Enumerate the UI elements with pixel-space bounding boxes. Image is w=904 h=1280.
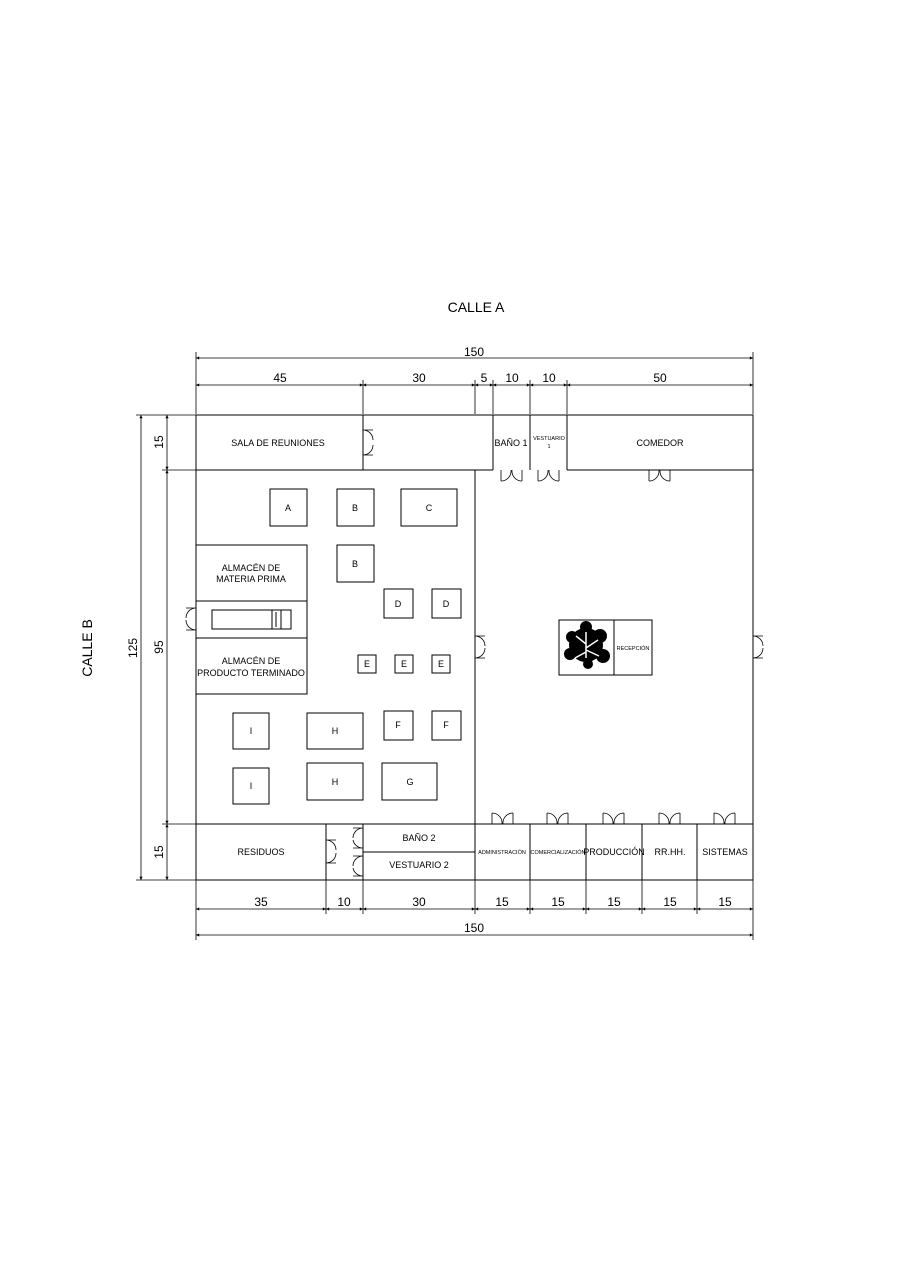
room-administracion: ADMINISTRACIÓN xyxy=(478,849,526,856)
machine-c: C xyxy=(426,503,433,513)
dim-top-seg-3: 10 xyxy=(505,371,519,385)
machine-b-1: B xyxy=(352,503,358,513)
dim-left-seg-0: 15 xyxy=(152,435,166,449)
dim-bottom-seg-3: 15 xyxy=(495,895,509,909)
dim-top-total: 150 xyxy=(464,345,484,359)
dim-top-seg-2: 5 xyxy=(481,371,488,385)
dim-bottom-seg-7: 15 xyxy=(718,895,732,909)
room-almacen-pt-line2: PRODUCTO TERMINADO xyxy=(197,668,305,678)
machine-e-2: E xyxy=(401,659,407,669)
machine-f-2: F xyxy=(443,720,449,730)
room-sistemas: SISTEMAS xyxy=(702,847,748,857)
dim-bottom-seg-1: 10 xyxy=(337,895,351,909)
dim-left-total: 125 xyxy=(126,638,140,658)
truck-icon xyxy=(211,609,292,630)
room-bano-2: BAÑO 2 xyxy=(402,833,435,843)
dim-bottom-seg-6: 15 xyxy=(663,895,677,909)
machine-d-2: D xyxy=(443,599,450,609)
machine-e-1: E xyxy=(364,659,370,669)
machine-i-2: I xyxy=(250,781,253,791)
machine-b-2: B xyxy=(352,559,358,569)
machine-g: G xyxy=(406,777,413,787)
machine-e-3: E xyxy=(438,659,444,669)
room-rrhh: RR.HH. xyxy=(655,847,686,857)
dim-bottom-seg-4: 15 xyxy=(551,895,565,909)
dim-top-seg-1: 30 xyxy=(412,371,426,385)
dim-top-seg-0: 45 xyxy=(273,371,287,385)
dim-bottom-seg-2: 30 xyxy=(412,895,426,909)
machine-h-1: H xyxy=(332,726,339,736)
machine-a: A xyxy=(285,503,291,513)
dim-bottom-seg-5: 15 xyxy=(607,895,621,909)
machine-h-2: H xyxy=(332,777,339,787)
room-vestuario-2: VESTUARIO 2 xyxy=(389,860,449,870)
doors xyxy=(185,429,764,877)
street-top-label: CALLE A xyxy=(448,299,505,315)
dim-left-seg-1: 95 xyxy=(152,640,166,654)
dim-top-seg-5: 50 xyxy=(653,371,667,385)
machines xyxy=(232,488,462,805)
room-residuos: RESIDUOS xyxy=(237,847,284,857)
bottom-dimensions: 35 10 30 15 15 15 15 15 150 xyxy=(195,880,754,940)
room-almacen-pt-line1: ALMACÉN DE xyxy=(222,656,281,666)
room-comedor: COMEDOR xyxy=(637,438,685,448)
room-recepcion: RECEPCIÓN xyxy=(617,645,650,652)
dim-bottom-seg-0: 35 xyxy=(254,895,268,909)
street-left-label: CALLE B xyxy=(79,619,95,677)
room-almacen-mp-line2: MATERIA PRIMA xyxy=(216,574,286,584)
room-vestuario-1-line1: VESTUARIO xyxy=(533,436,566,442)
dim-left-seg-2: 15 xyxy=(152,845,166,859)
machine-f-1: F xyxy=(395,720,401,730)
room-vestuario-1-line2: 1 xyxy=(547,444,550,450)
left-dimensions: 125 15 95 15 xyxy=(126,414,196,881)
room-sala-reuniones: SALA DE REUNIONES xyxy=(231,438,325,448)
walls xyxy=(195,414,754,881)
room-bano-1: BAÑO 1 xyxy=(494,438,527,448)
machine-d-1: D xyxy=(395,599,402,609)
tree-icon xyxy=(564,621,610,669)
room-almacen-mp-line1: ALMACÉN DE xyxy=(222,563,281,573)
room-produccion: PRODUCCIÓN xyxy=(583,847,645,857)
dim-bottom-total: 150 xyxy=(464,921,484,935)
top-dimensions: 150 45 30 5 10 10 50 xyxy=(195,345,754,414)
room-comercializacion: COMERCIALIZACIÓN xyxy=(530,849,585,856)
machine-i-1: I xyxy=(250,726,253,736)
dim-top-seg-4: 10 xyxy=(542,371,556,385)
